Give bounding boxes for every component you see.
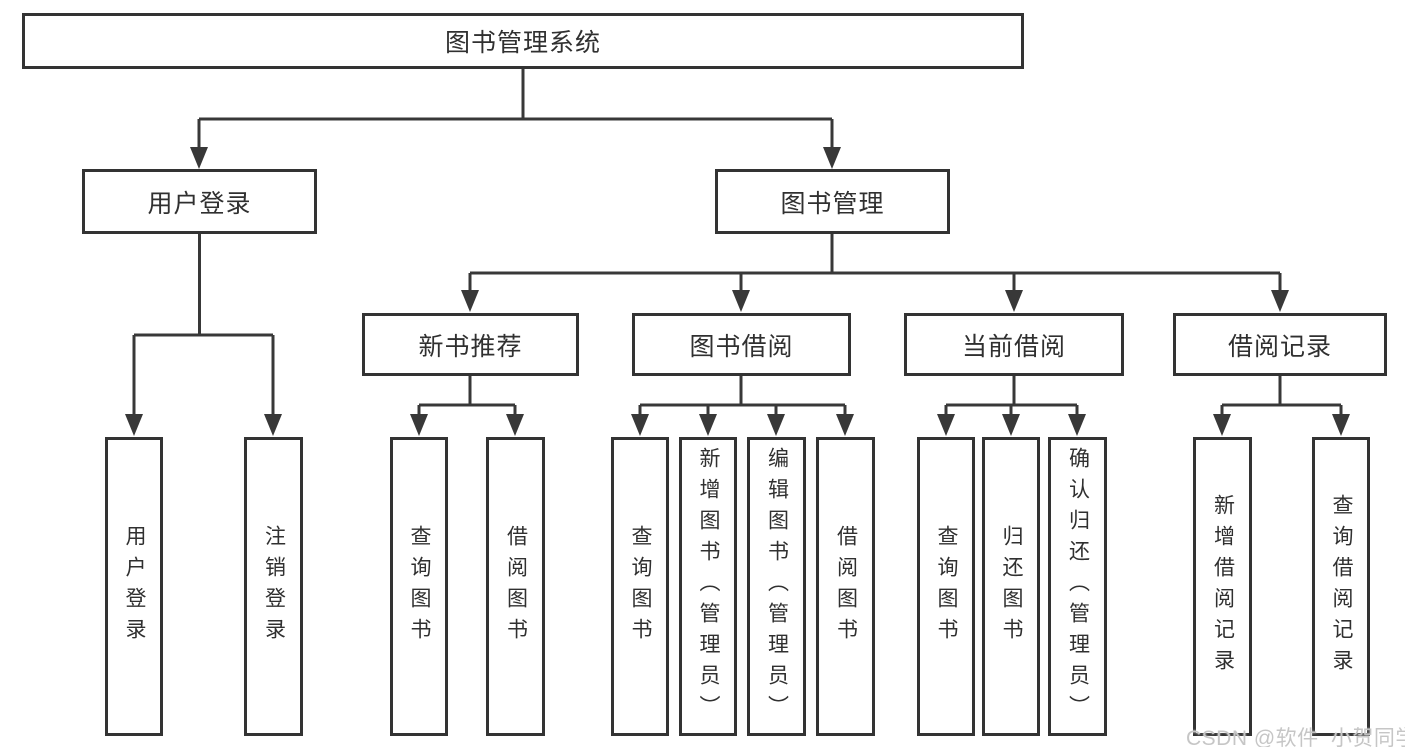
leaf-label: 借阅图书	[504, 524, 528, 649]
leaf-nbr-query-books: 查询图书	[390, 437, 448, 736]
leaf-label: 确认归还（管理员）	[1066, 447, 1090, 726]
node-label: 新书推荐	[418, 332, 523, 361]
arrowhead	[410, 414, 428, 436]
leaf-bb-add-books-admin: 新增图书（管理员）	[679, 437, 737, 736]
leaf-label: 查询借阅记录	[1330, 493, 1354, 680]
node-borrowing-records: 借阅记录	[1173, 313, 1387, 376]
node-book-management: 图书管理	[715, 169, 950, 234]
leaf-label: 归还图书	[1000, 524, 1024, 649]
leaf-label: 借阅图书	[834, 524, 858, 649]
arrowhead	[190, 147, 208, 169]
node-label: 用户登录	[147, 189, 252, 218]
connector-book-management-to-level3	[468, 234, 1282, 293]
leaf-label: 查询图书	[408, 524, 432, 649]
node-user-login: 用户登录	[82, 169, 317, 234]
leaf-user-login: 用户登录	[105, 437, 163, 736]
leaf-label: 查询图书	[629, 524, 653, 649]
arrowhead	[767, 414, 785, 436]
node-new-book-recommend: 新书推荐	[362, 313, 579, 376]
node-label: 图书管理	[780, 189, 885, 218]
leaf-label: 新增借阅记录	[1211, 493, 1235, 680]
connector-borrowing-records-to-leaves	[1220, 376, 1343, 418]
leaf-br-add-record: 新增借阅记录	[1193, 437, 1252, 736]
node-label: 图书管理系统	[444, 29, 601, 57]
leaf-cb-return-books: 归还图书	[982, 437, 1040, 736]
arrowhead	[1332, 414, 1350, 436]
connector-root-to-level2	[197, 69, 834, 150]
node-label: 借阅记录	[1227, 332, 1332, 361]
arrowhead	[125, 414, 143, 436]
arrowhead	[1005, 290, 1023, 312]
leaf-br-query-record: 查询借阅记录	[1312, 437, 1370, 736]
leaf-cb-confirm-return-admin: 确认归还（管理员）	[1048, 437, 1107, 736]
arrowhead	[506, 414, 524, 436]
node-label: 图书借阅	[689, 332, 794, 361]
arrowhead	[836, 414, 854, 436]
leaf-bb-edit-books-admin: 编辑图书（管理员）	[747, 437, 806, 736]
node-root-library-management-system: 图书管理系统	[22, 13, 1024, 69]
connector-new-book-recommend-to-leaves	[417, 376, 517, 418]
leaf-bb-query-books: 查询图书	[611, 437, 669, 736]
leaf-bb-borrow-books: 借阅图书	[816, 437, 875, 736]
leaf-label: 查询图书	[935, 524, 959, 649]
arrowhead	[937, 414, 955, 436]
arrowhead	[1002, 414, 1020, 436]
leaf-logout-login: 注销登录	[244, 437, 303, 736]
arrowhead	[699, 414, 717, 436]
connector-user-login-to-leaves	[132, 234, 275, 418]
arrowhead	[461, 290, 479, 312]
arrowhead	[1068, 414, 1086, 436]
arrowhead	[631, 414, 649, 436]
leaf-nbr-borrow-books: 借阅图书	[486, 437, 545, 736]
leaf-label: 编辑图书（管理员）	[765, 447, 789, 726]
leaf-cb-query-books: 查询图书	[917, 437, 975, 736]
arrowhead	[1271, 290, 1289, 312]
arrowhead	[823, 147, 841, 169]
arrowhead	[732, 290, 750, 312]
leaf-label: 用户登录	[123, 524, 147, 649]
connector-book-borrowing-to-leaves	[638, 376, 847, 418]
arrowhead	[264, 414, 282, 436]
connector-current-borrowing-to-leaves	[944, 376, 1079, 418]
arrowheads	[125, 147, 1350, 436]
node-book-borrowing: 图书借阅	[632, 313, 851, 376]
leaf-label: 新增图书（管理员）	[697, 447, 721, 726]
node-label: 当前借阅	[961, 332, 1066, 361]
leaf-label: 注销登录	[262, 524, 286, 649]
node-current-borrowing: 当前借阅	[904, 313, 1124, 376]
csdn-watermark: CSDN @软件_小贺同学	[1186, 727, 1405, 747]
arrowhead	[1213, 414, 1231, 436]
